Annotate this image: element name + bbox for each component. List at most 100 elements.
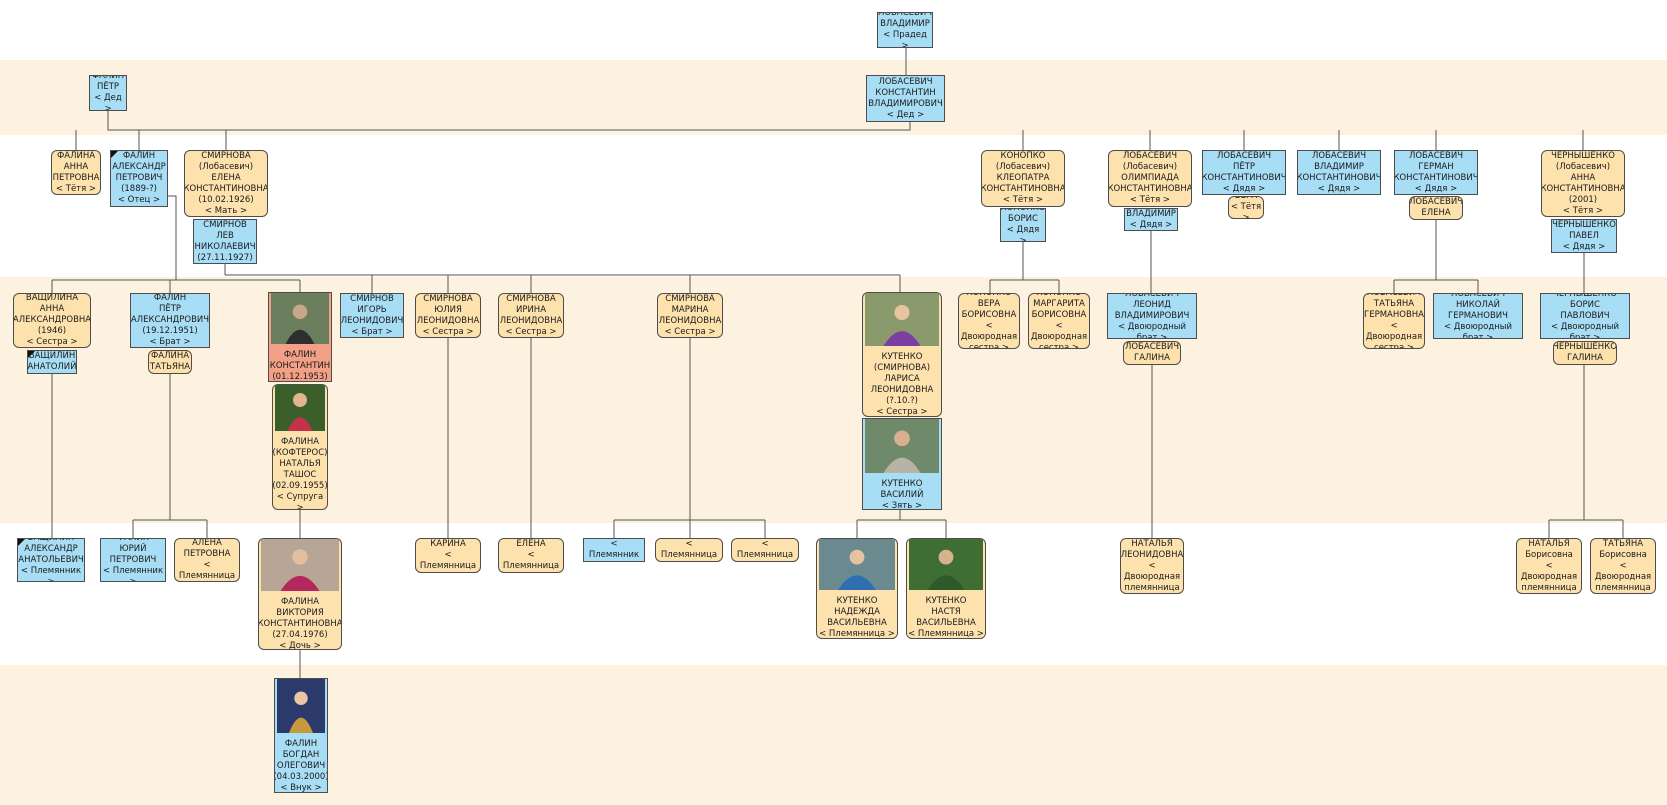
female-person-card[interactable]: ФАЛИН КОНСТАНТИН(01.12.1953): [268, 292, 332, 382]
female-person-card[interactable]: ФАЛИНА ВИКТОРИЯ КОНСТАНТИНОВНА(27.04.197…: [258, 538, 342, 650]
person-relation: < Дед >: [886, 109, 925, 120]
person-dates: (27.04.1976): [272, 630, 328, 640]
male-person-card[interactable]: ФАЛИН ЮРИЙ ПЕТРОВИЧ< Племянник >: [100, 538, 166, 582]
person-name: ФАЛИНА АННА ПЕТРОВНА: [52, 150, 100, 183]
person-relation: < Двоюродный брат >: [1443, 321, 1513, 339]
female-person-card[interactable]: КОНОПКО МАРГАРИТА БОРИСОВНА< Двоюродная …: [1028, 293, 1090, 349]
person-relation: < Тётя >: [55, 183, 97, 194]
female-person-card[interactable]: ЧЕРНЫШЕНКО ТАТЬЯНА Борисовна< Двоюродная…: [1590, 538, 1656, 594]
male-person-card[interactable]: СМИРНОВ ЛЕВ НИКОЛАЕВИЧ(27.11.1927): [193, 219, 257, 264]
female-person-card[interactable]: СМИРНОВА ЕЛЕНА< Племянница >: [498, 538, 564, 573]
male-person-card[interactable]: ЛОБАСЕВИЧ ПЁТР КОНСТАНТИНОВИЧ< Дядя >: [1202, 150, 1286, 195]
person-name: КОНОПКО (Лобасевич) КЛЕОПАТРА КОНСТАНТИН…: [981, 151, 1065, 194]
person-relation: < Племянница >: [660, 539, 718, 560]
person-name: КУТЕНКО НАСТЯ ВАСИЛЬЕВНА: [916, 596, 976, 628]
female-person-card[interactable]: ВЕРА< Тётя >: [1228, 196, 1264, 219]
person-name: ФАЛИНА АЛЁНА ПЕТРОВНА: [183, 538, 231, 559]
female-person-card[interactable]: СМИРНОВА (Лобасевич) ЕЛЕНА КОНСТАНТИНОВН…: [184, 150, 268, 217]
female-person-card[interactable]: ФАЛИНА ТАТЬЯНА: [148, 350, 192, 374]
person-name: ФАЛИН ПЁТР: [91, 75, 125, 92]
female-person-card[interactable]: ЛАРИСА< Племянница >: [655, 538, 723, 562]
person-name: ЛОБАСЕВИЧ ТАТЬЯНА ГЕРМАНОВНА: [1364, 293, 1424, 320]
female-person-card[interactable]: ФАЛИНА (КОФТЕРОС) НАТАЛЬЯ ТАШОС(02.09.19…: [272, 384, 328, 510]
person-dates: (02.09.1955): [272, 480, 328, 491]
person-name: ЛОБАСЕВИЧ ГАЛИНА: [1124, 342, 1180, 363]
person-name: ВАЩИЛИНА АННА АЛЕКСАНДРОВНА: [13, 293, 91, 325]
person-name: ФАЛИН КОНСТАНТИН: [269, 349, 331, 371]
woman-balloons-photo: [865, 293, 939, 352]
female-person-card[interactable]: ВАЩИЛИНА АННА АЛЕКСАНДРОВНА(1946)< Сестр…: [13, 293, 91, 348]
female-person-card[interactable]: ЛОБАСЕВИЧ НАТАЛЬЯ ЛЕОНИДОВНА< Двоюродная…: [1120, 538, 1184, 594]
person-name: СМИРНОВ ЛЕВ НИКОЛАЕВИЧ: [194, 219, 256, 252]
female-person-card[interactable]: ЧЕРНЫШЕНКО НАТАЛЬЯ Борисовна< Двоюродная…: [1516, 538, 1582, 594]
person-relation: < Племянница >: [178, 560, 236, 581]
person-relation: < Дядя >: [1222, 183, 1266, 194]
person-relation: < Дядя >: [1562, 241, 1606, 252]
female-person-card[interactable]: ФАЛИНА АЛЁНА ПЕТРОВНА< Племянница >: [174, 538, 240, 582]
female-person-card[interactable]: ЧЕРНЫШЕНКО ГАЛИНА: [1553, 341, 1617, 365]
person-name: ФАЛИНА ВИКТОРИЯ КОНСТАНТИНОВНА: [258, 597, 342, 629]
person-name: ЛОБАСЕВИЧ НИКОЛАЙ ГЕРМАНОВИЧ: [1448, 293, 1508, 321]
male-person-card[interactable]: КОНОПКО БОРИС< Дядя >: [1000, 208, 1046, 242]
female-person-card[interactable]: ЛОБАСЕВИЧ (Лобасевич) ОЛИМПИАДА КОНСТАНТ…: [1108, 150, 1192, 207]
male-person-card[interactable]: ВЛАДИМИР< Дядя >: [1124, 208, 1178, 231]
female-person-card[interactable]: КОНОПКО ВЕРА БОРИСОВНА< Двоюродная сестр…: [958, 293, 1020, 349]
female-person-card[interactable]: ЛОБАСЕВИЧ ЕЛЕНА: [1409, 196, 1463, 220]
marker-icon: [111, 151, 118, 158]
male-person-card[interactable]: ЛОБАСЕВИЧ ВЛАДИМИР< Прадед >: [877, 12, 933, 48]
person-name: КУТЕНКО НАДЕЖДА ВАСИЛЬЕВНА: [827, 596, 887, 628]
person-relation: < Зять >: [881, 500, 923, 510]
male-person-card[interactable]: СМИРНОВ ИГОРЬ ЛЕОНИДОВИЧ< Брат >: [340, 293, 404, 338]
person-dates: (10.02.1926): [198, 194, 254, 205]
male-person-card[interactable]: ФАЛИН БОГДАН ОЛЕГОВИЧ(04.03.2000)< Внук …: [274, 678, 328, 793]
person-dates: (01.12.1953): [272, 371, 328, 382]
woman-photo: [275, 385, 325, 437]
connector-line: [168, 195, 177, 280]
person-relation: < Сестра >: [26, 337, 78, 347]
person-name: КУТЕНКО (СМИРНОВА) ЛАРИСА ЛЕОНИДОВНА: [870, 351, 934, 395]
person-name: ЛОБАСЕВИЧ ГЕРМАН КОНСТАНТИНОВИЧ: [1394, 150, 1478, 183]
person-relation: < Дядя >: [1414, 183, 1458, 194]
male-person-card[interactable]: ЧЕРНЫШЕНКО ПАВЕЛ< Дядя >: [1551, 219, 1617, 253]
male-person-card[interactable]: ЧЕРНЫШЕНКО БОРИС ПАВЛОВИЧ< Двоюродный бр…: [1540, 293, 1630, 339]
male-person-card[interactable]: ЛОБАСЕВИЧ ГЕРМАН КОНСТАНТИНОВИЧ< Дядя >: [1394, 150, 1478, 195]
person-name: СМИРНОВА МАРИНА ЛЕОНИДОВНА: [658, 293, 722, 326]
female-person-card[interactable]: ЕВГЕНИЯ< Племянница >: [731, 538, 799, 562]
person-name: ЛОБАСЕВИЧ (Лобасевич) ОЛИМПИАДА КОНСТАНТ…: [1108, 151, 1192, 194]
male-person-card[interactable]: КУТЕНКО ВАСИЛИЙ< Зять >: [862, 418, 942, 510]
person-relation: < Двоюродный брат >: [1550, 321, 1620, 339]
male-person-card[interactable]: ФАЛИН ПЁТР< Дед >: [89, 75, 127, 111]
person-name: ЧЕРНЫШЕНКО ПАВЕЛ: [1552, 219, 1616, 241]
female-person-card[interactable]: КУТЕНКО НАСТЯ ВАСИЛЬЕВНА< Племянница >: [906, 538, 986, 639]
female-person-card[interactable]: ЛОБАСЕВИЧ ГАЛИНА: [1123, 341, 1181, 365]
female-person-card[interactable]: КУТЕНКО НАДЕЖДА ВАСИЛЬЕВНА< Племянница >: [816, 538, 898, 639]
female-person-card[interactable]: СМИРНОВА КАРИНА< Племянница >: [415, 538, 481, 573]
female-person-card[interactable]: СМИРНОВА ИРИНА ЛЕОНИДОВНА< Сестра >: [498, 293, 564, 338]
male-person-card[interactable]: ЛОБАСЕВИЧ ВЛАДИМИР КОНСТАНТИНОВИЧ< Дядя …: [1297, 150, 1381, 195]
person-relation: < Двоюродная племянница >: [1594, 560, 1652, 593]
person-name: ЛОБАСЕВИЧ ЛЕОНИД ВЛАДИМИРОВИЧ: [1114, 293, 1190, 321]
male-person-card[interactable]: ФАЛИН АЛЕКСАНДР ПЕТРОВИЧ(1889-?)< Отец >: [110, 150, 168, 207]
person-name: ВЛАДИМИР: [1126, 208, 1176, 219]
person-name: СМИРНОВА ИРИНА ЛЕОНИДОВНА: [499, 293, 563, 326]
female-person-card[interactable]: СМИРНОВА МАРИНА ЛЕОНИДОВНА< Сестра >: [657, 293, 723, 338]
person-dates: (04.03.2000): [274, 772, 328, 782]
person-name: ЛОБАСЕВИЧ КОНСТАНТИН ВЛАДИМИРОВИЧ: [868, 76, 943, 109]
female-person-card[interactable]: ФАЛИНА АННА ПЕТРОВНА< Тётя >: [51, 150, 101, 195]
male-person-card[interactable]: ВАЩИЛИН АЛЕКСАНДР АНАТОЛЬЕВИЧ< Племянник…: [17, 538, 85, 582]
male-person-card[interactable]: ЛОБАСЕВИЧ КОНСТАНТИН ВЛАДИМИРОВИЧ< Дед >: [866, 75, 945, 122]
female-person-card[interactable]: КОНОПКО (Лобасевич) КЛЕОПАТРА КОНСТАНТИН…: [981, 150, 1065, 207]
person-relation: < Отец >: [117, 195, 161, 205]
male-person-card[interactable]: ТОЛИК< Племянник >: [583, 538, 645, 562]
female-person-card[interactable]: СМИРНОВА ЮЛИЯ ЛЕОНИДОВНА< Сестра >: [415, 293, 481, 338]
male-person-card[interactable]: ФАЛИН ПЁТР АЛЕКСАНДРОВИЧ(19.12.1951)< Бр…: [130, 293, 210, 348]
female-person-card[interactable]: ЛОБАСЕВИЧ ТАТЬЯНА ГЕРМАНОВНА< Двоюродная…: [1363, 293, 1425, 349]
female-person-card[interactable]: КУТЕНКО (СМИРНОВА) ЛАРИСА ЛЕОНИДОВНА(?.1…: [862, 292, 942, 417]
male-person-card[interactable]: ЛОБАСЕВИЧ НИКОЛАЙ ГЕРМАНОВИЧ< Двоюродный…: [1433, 293, 1523, 339]
male-person-card[interactable]: ЛОБАСЕВИЧ ЛЕОНИД ВЛАДИМИРОВИЧ< Двоюродны…: [1107, 293, 1197, 339]
male-person-card[interactable]: ВАЩИЛИН АНАТОЛИЙ: [27, 350, 77, 374]
person-relation: < Племянник >: [588, 539, 640, 560]
female-person-card[interactable]: ЧЕРНЫШЕНКО (Лобасевич) АННА КОНСТАНТИНОВ…: [1541, 150, 1625, 217]
person-name: ЧЕРНЫШЕНКО НАТАЛЬЯ Борисовна: [1525, 538, 1573, 560]
person-relation: < Племянник >: [102, 565, 164, 582]
